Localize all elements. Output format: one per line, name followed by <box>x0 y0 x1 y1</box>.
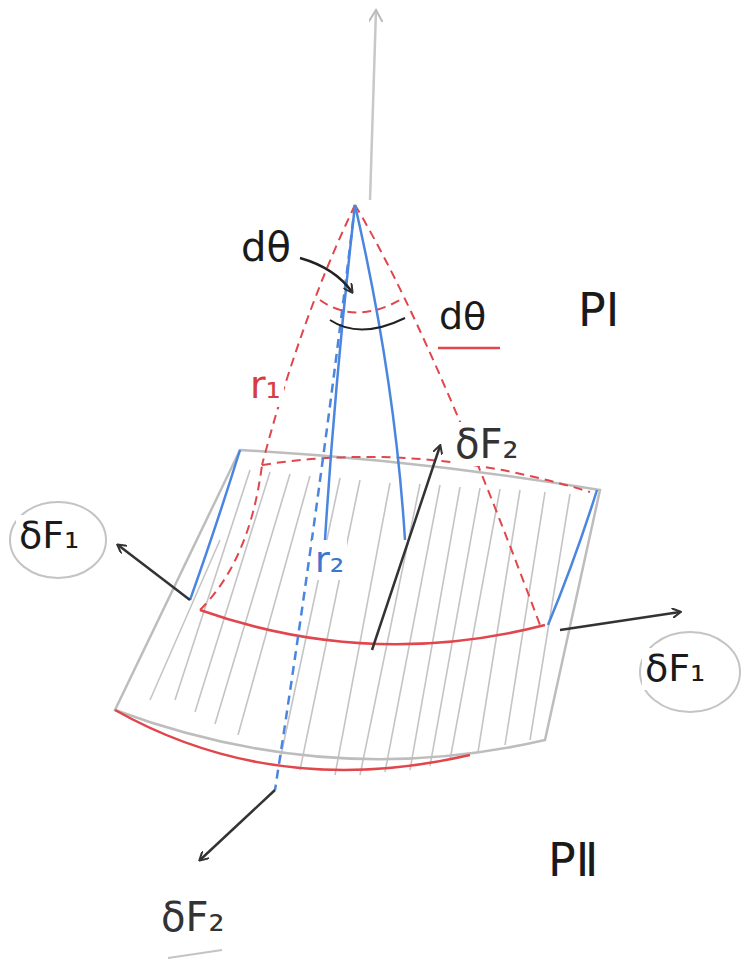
pressure-label: PⅠ <box>575 285 622 336</box>
label-underline <box>168 950 222 958</box>
pointer-arrow <box>300 258 352 292</box>
force-label: δF₂ <box>452 422 522 466</box>
axis-arrow <box>370 10 376 200</box>
angle-label: dθ <box>238 225 294 269</box>
red-arc <box>115 710 470 770</box>
radius-label: r₂ <box>312 540 347 580</box>
red-arc <box>200 610 545 644</box>
surface-hatching <box>150 470 570 775</box>
angle-label: dθ <box>436 296 489 338</box>
label-circle <box>10 502 106 578</box>
pressure-label: PⅡ <box>545 835 601 886</box>
force-label: δF₁ <box>16 515 82 557</box>
force-label: δF₁ <box>642 648 708 690</box>
radius-label: r₁ <box>247 365 284 407</box>
label-circle <box>640 632 740 712</box>
force-label: δF₂ <box>158 895 228 939</box>
angle-arc <box>330 318 405 330</box>
red-underline <box>438 347 500 350</box>
blue-lines <box>190 205 597 790</box>
red-cone <box>200 205 590 625</box>
surface-outline <box>115 450 600 759</box>
force-arrows <box>118 446 680 860</box>
